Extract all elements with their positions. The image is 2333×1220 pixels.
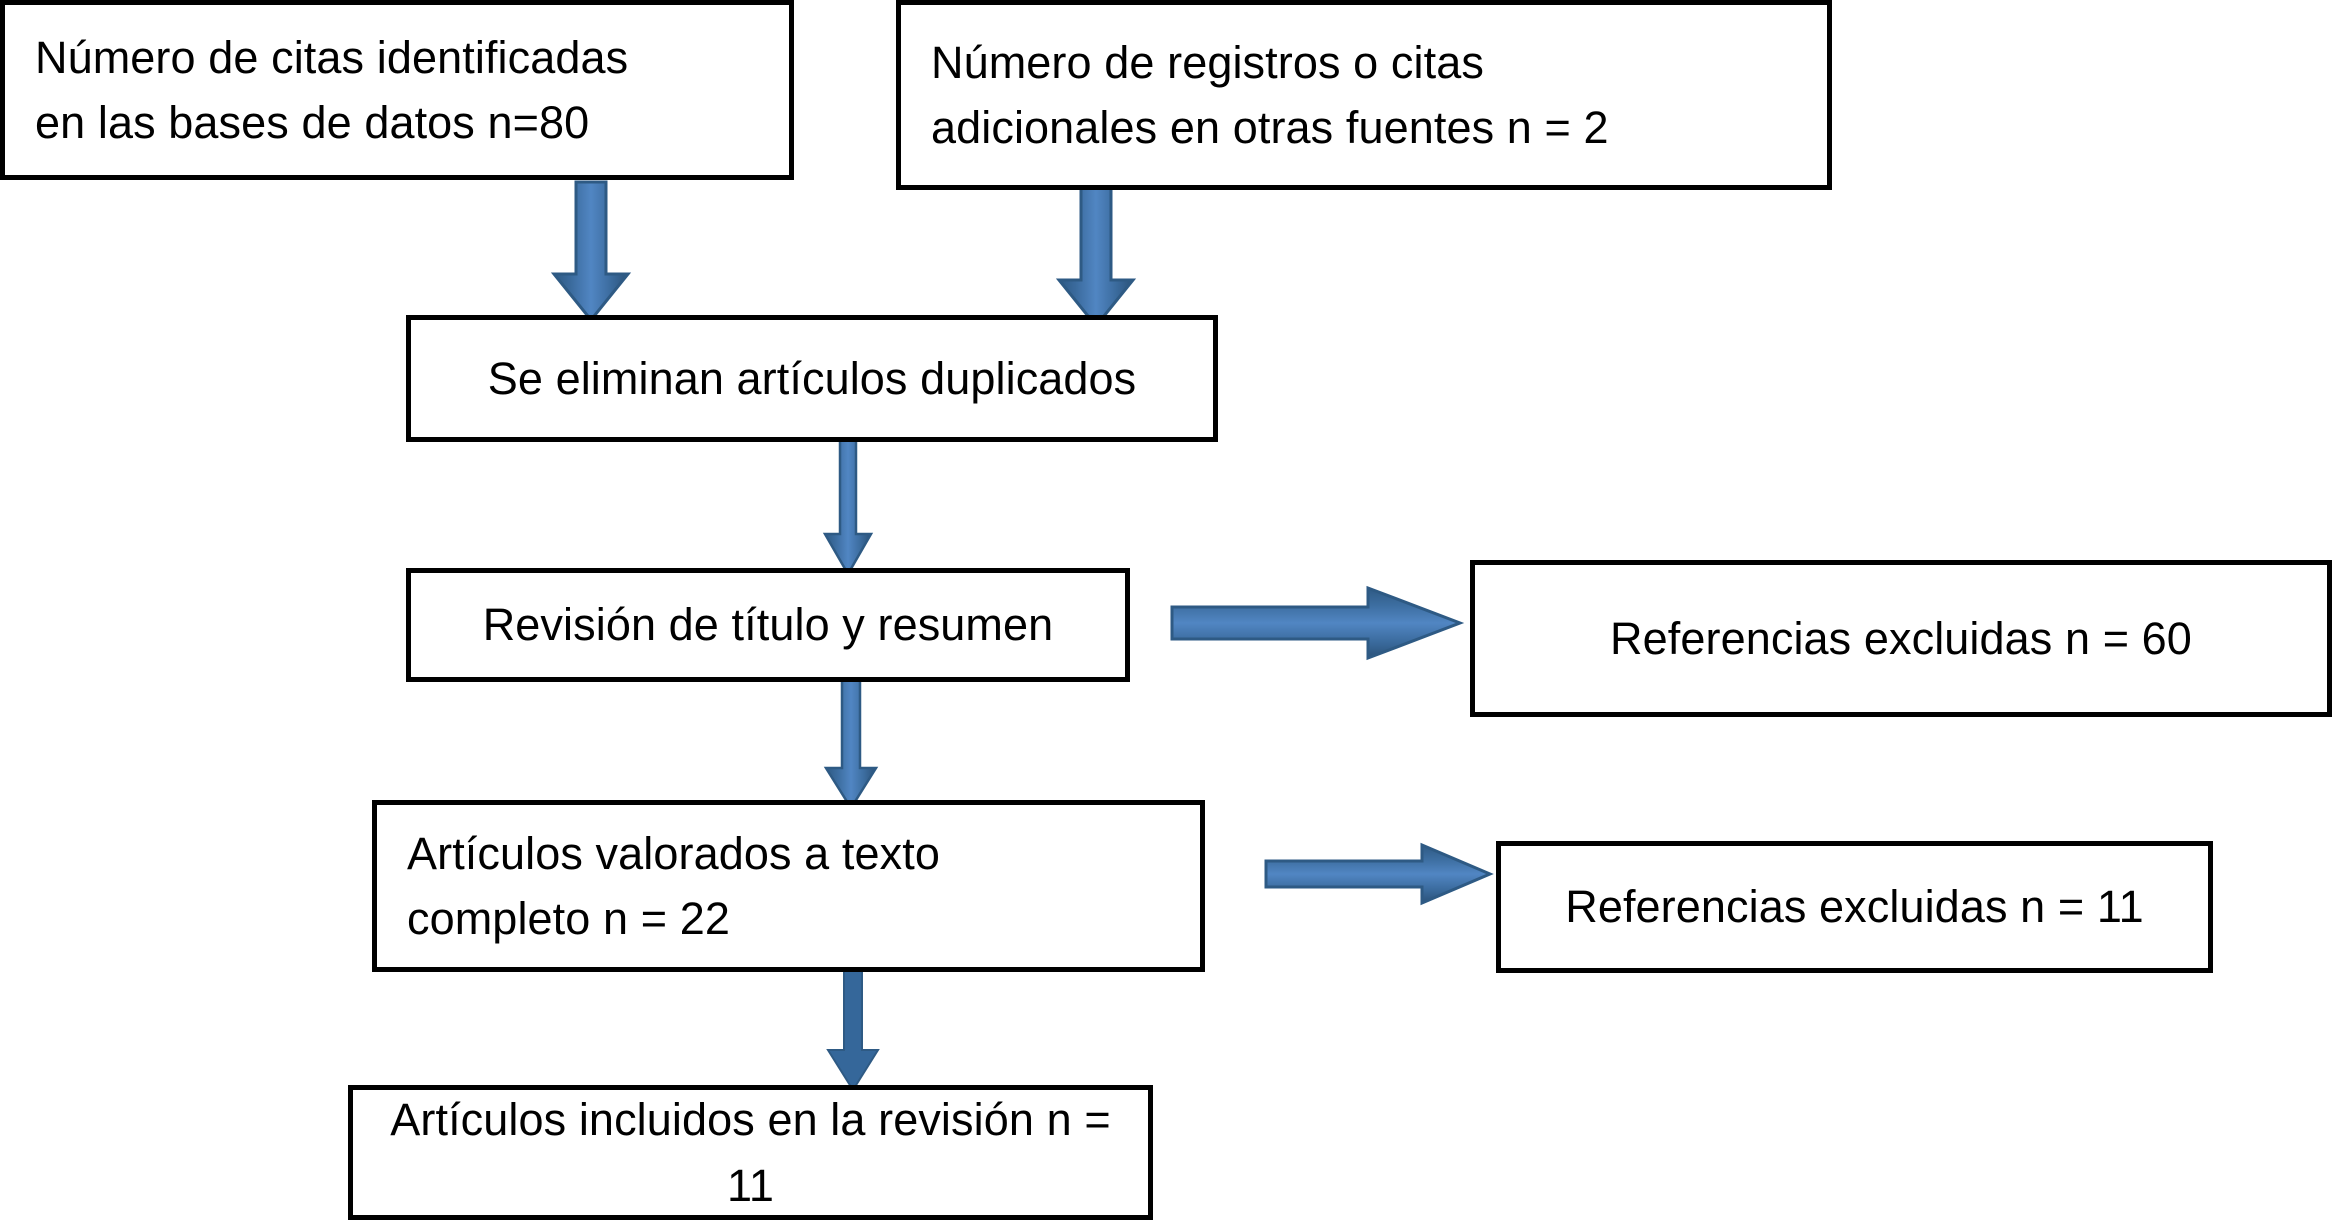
node-excluded-screening: Referencias excluidas n = 60 — [1470, 560, 2332, 717]
node-duplicates-removed-label: Se eliminan artículos duplicados — [487, 352, 1137, 404]
node-fulltext-assessed-label: Artículos valorados a texto completo n =… — [407, 827, 940, 944]
node-duplicates-removed: Se eliminan artículos duplicados — [406, 315, 1218, 442]
node-title-abstract-screening: Revisión de título y resumen — [406, 568, 1130, 682]
node-additional-sources-label: Número de registros o citas adicionales … — [931, 36, 1609, 153]
arrow-databases-to-duplicates — [548, 180, 634, 323]
node-title-abstract-screening-label: Revisión de título y resumen — [482, 599, 1054, 651]
arrow-screening-to-excluded-60 — [1170, 585, 1465, 661]
node-excluded-screening-label: Referencias excluidas n = 60 — [1610, 612, 2192, 664]
node-identified-databases: Número de citas identificadas en las bas… — [0, 0, 794, 180]
node-excluded-fulltext: Referencias excluidas n = 11 — [1496, 841, 2213, 973]
arrow-duplicates-to-screening — [818, 436, 878, 577]
arrow-fulltext-to-excluded-11 — [1264, 842, 1494, 906]
node-included-review: Artículos incluidos en la revisión n = 1… — [348, 1085, 1153, 1220]
node-excluded-fulltext-label: Referencias excluidas n = 11 — [1565, 881, 2144, 933]
node-fulltext-assessed: Artículos valorados a texto completo n =… — [372, 800, 1205, 972]
arrow-sources-to-duplicates — [1053, 186, 1139, 329]
arrow-fulltext-to-included — [822, 965, 884, 1092]
arrow-screening-to-fulltext — [820, 674, 882, 811]
node-additional-sources: Número de registros o citas adicionales … — [896, 0, 1832, 190]
node-included-review-label: Artículos incluidos en la revisión n = 1… — [390, 1094, 1111, 1211]
node-identified-databases-label: Número de citas identificadas en las bas… — [35, 31, 629, 148]
